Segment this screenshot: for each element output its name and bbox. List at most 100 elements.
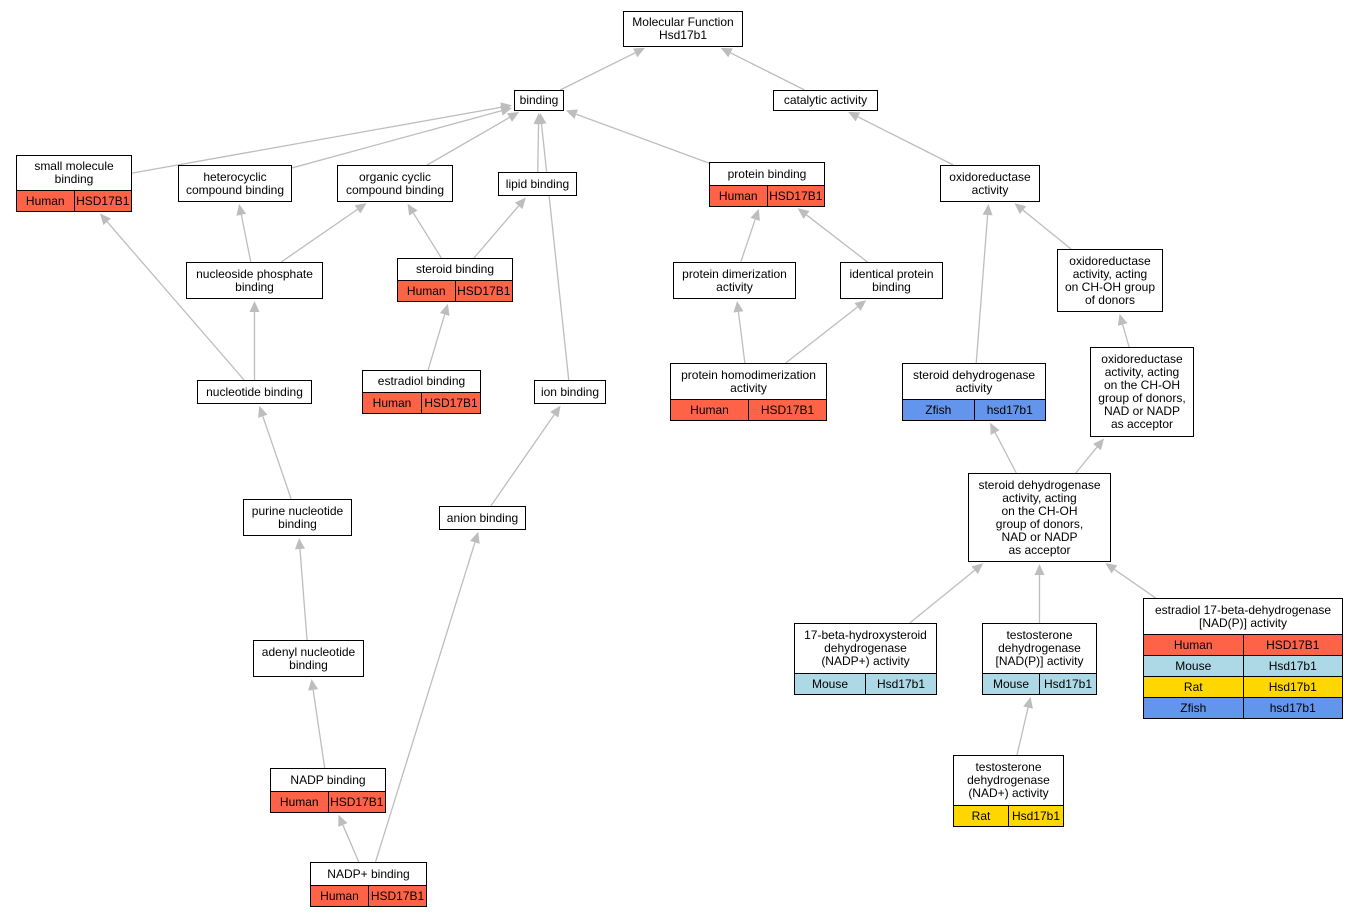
- edge-oxido_chh-to-oxidoreductase: [1022, 209, 1072, 250]
- go-term-oxido-nad[interactable]: oxidoreductase activity, acting on the C…: [1090, 347, 1194, 437]
- go-term-testosterone-nad[interactable]: testosterone dehydrogenase (NAD+) activi…: [953, 755, 1064, 827]
- arrowhead: [550, 405, 561, 418]
- annotation-row: Human HSD17B1: [671, 399, 826, 420]
- annotation-gene: HSD17B1: [368, 886, 426, 906]
- go-term-testosterone-nadp[interactable]: testosterone dehydrogenase [NAD(P)] acti…: [982, 623, 1097, 695]
- go-term-label: oxidoreductase activity: [949, 169, 1031, 197]
- go-term-anion[interactable]: anion binding: [439, 506, 526, 530]
- arrowhead: [971, 563, 984, 575]
- annotation-gene: hsd17b1: [973, 400, 1046, 420]
- edge-nadp_plus-to-nadp_binding: [342, 824, 360, 863]
- edge-binding-to-mf: [559, 52, 636, 91]
- edge-nadp_plus-to-anion: [374, 542, 476, 863]
- edge-testosterone_nad-to-testosterone_nadp: [1016, 707, 1029, 756]
- go-term-identical-protein[interactable]: identical protein binding: [840, 262, 943, 299]
- go-term-heterocyclic[interactable]: heterocyclic compound binding: [178, 165, 292, 202]
- edge-organic_cyclic-to-binding: [426, 116, 510, 166]
- go-term-label: steroid dehydrogenase activity: [912, 367, 1036, 395]
- go-term-label: anion binding: [446, 510, 519, 525]
- go-term-label: protein dimerization activity: [682, 266, 787, 294]
- arrowhead: [507, 111, 520, 122]
- annotation-gene: Hsd17b1: [1242, 656, 1343, 676]
- arrowhead: [750, 208, 760, 221]
- go-term-hsd17-nadp[interactable]: 17-beta-hydroxysteroid dehydrogenase (NA…: [794, 623, 937, 695]
- edge-lipid-to-binding: [537, 123, 540, 173]
- annotation-gene: Hsd17b1: [865, 674, 936, 694]
- edge-estradiol_binding-to-steroid_binding: [427, 314, 446, 371]
- go-term-label: nucleotide binding: [206, 384, 303, 399]
- go-term-label: oxidoreductase activity, acting on CH-OH…: [1064, 253, 1156, 307]
- go-term-lipid[interactable]: lipid binding: [498, 172, 577, 196]
- go-term-label: NADP+ binding: [327, 866, 410, 881]
- go-term-label: binding: [519, 93, 559, 107]
- go-term-adenyl[interactable]: adenyl nucleotide binding: [253, 640, 364, 677]
- annotation-species: Mouse: [1175, 659, 1212, 673]
- arrowhead: [514, 197, 526, 210]
- edge-purine-to-nucleotide: [262, 416, 292, 500]
- annotation-gene: hsd17b1: [1242, 698, 1343, 718]
- go-term-purine[interactable]: purine nucleotide binding: [243, 499, 352, 536]
- arrowhead: [439, 303, 450, 316]
- annotation-species: Zfish: [925, 403, 952, 417]
- go-term-label: Molecular Function Hsd17b1: [632, 15, 734, 42]
- go-term-binding[interactable]: binding: [514, 90, 564, 111]
- go-term-oxidoreductase[interactable]: oxidoreductase activity: [940, 165, 1040, 202]
- annotation-row: Zfish hsd17b1: [903, 399, 1045, 420]
- annotation-gene: Hsd17b1: [1242, 677, 1343, 697]
- edge-ion_binding-to-binding: [540, 123, 570, 381]
- go-term-nucleoside-phosphate[interactable]: nucleoside phosphate binding: [186, 262, 323, 299]
- annotation-gene: HSD17B1: [748, 400, 826, 420]
- annotation-species: Human: [372, 396, 412, 410]
- arrowhead: [536, 112, 547, 125]
- go-term-steroid-dh-nad[interactable]: steroid dehydrogenase activity, acting o…: [968, 473, 1111, 562]
- annotation-species: Human: [690, 403, 729, 417]
- edge-nucleotide-to-small_molecule: [106, 221, 245, 381]
- arrowhead: [1034, 564, 1045, 575]
- go-term-oxido-chh[interactable]: oxidoreductase activity, acting on CH-OH…: [1057, 249, 1163, 312]
- arrowhead: [720, 47, 733, 58]
- go-term-label: nucleoside phosphate binding: [196, 266, 313, 294]
- go-term-label: steroid binding: [415, 262, 495, 276]
- go-term-catalytic[interactable]: catalytic activity: [773, 90, 878, 111]
- annotation-species: Human: [279, 795, 319, 809]
- arrowhead: [848, 111, 861, 122]
- edge-nadp_binding-to-adenyl: [312, 689, 326, 769]
- arrowhead: [258, 405, 268, 418]
- go-term-label: NADP binding: [290, 772, 366, 787]
- go-term-nucleotide[interactable]: nucleotide binding: [197, 380, 312, 404]
- go-term-mf[interactable]: Molecular Function Hsd17b1: [623, 11, 743, 47]
- go-term-label: estradiol 17-beta-dehydrogenase [NAD(P)]…: [1154, 602, 1332, 630]
- arrowhead: [1093, 438, 1104, 451]
- edge-hsd17_nadp-to-steroid_dh_nad: [909, 569, 976, 624]
- annotation-row: Mouse Hsd17b1: [1144, 655, 1342, 676]
- arrowhead: [854, 300, 867, 311]
- go-term-ion-binding[interactable]: ion binding: [534, 380, 606, 404]
- go-term-protein-dimerization[interactable]: protein dimerization activity: [673, 262, 796, 299]
- arrowhead: [500, 105, 513, 116]
- go-term-label: protein homodimerization activity: [681, 367, 816, 395]
- go-term-label: 17-beta-hydroxysteroid dehydrogenase (NA…: [804, 628, 927, 668]
- go-term-label: steroid dehydrogenase activity, acting o…: [978, 477, 1101, 557]
- edge-steroid_dh_nad-to-oxido_nad: [1075, 446, 1098, 474]
- annotation-species: Human: [406, 284, 446, 298]
- arrowhead: [338, 814, 348, 827]
- go-term-organic-cyclic[interactable]: organic cyclic compound binding: [337, 165, 453, 202]
- edge-catalytic-to-mf: [730, 52, 805, 91]
- edge-oxido_nad-to-oxido_chh: [1122, 324, 1130, 348]
- annotation-gene: HSD17B1: [1242, 635, 1343, 655]
- go-term-estradiol-17[interactable]: estradiol 17-beta-dehydrogenase [NAD(P)]…: [1143, 598, 1343, 719]
